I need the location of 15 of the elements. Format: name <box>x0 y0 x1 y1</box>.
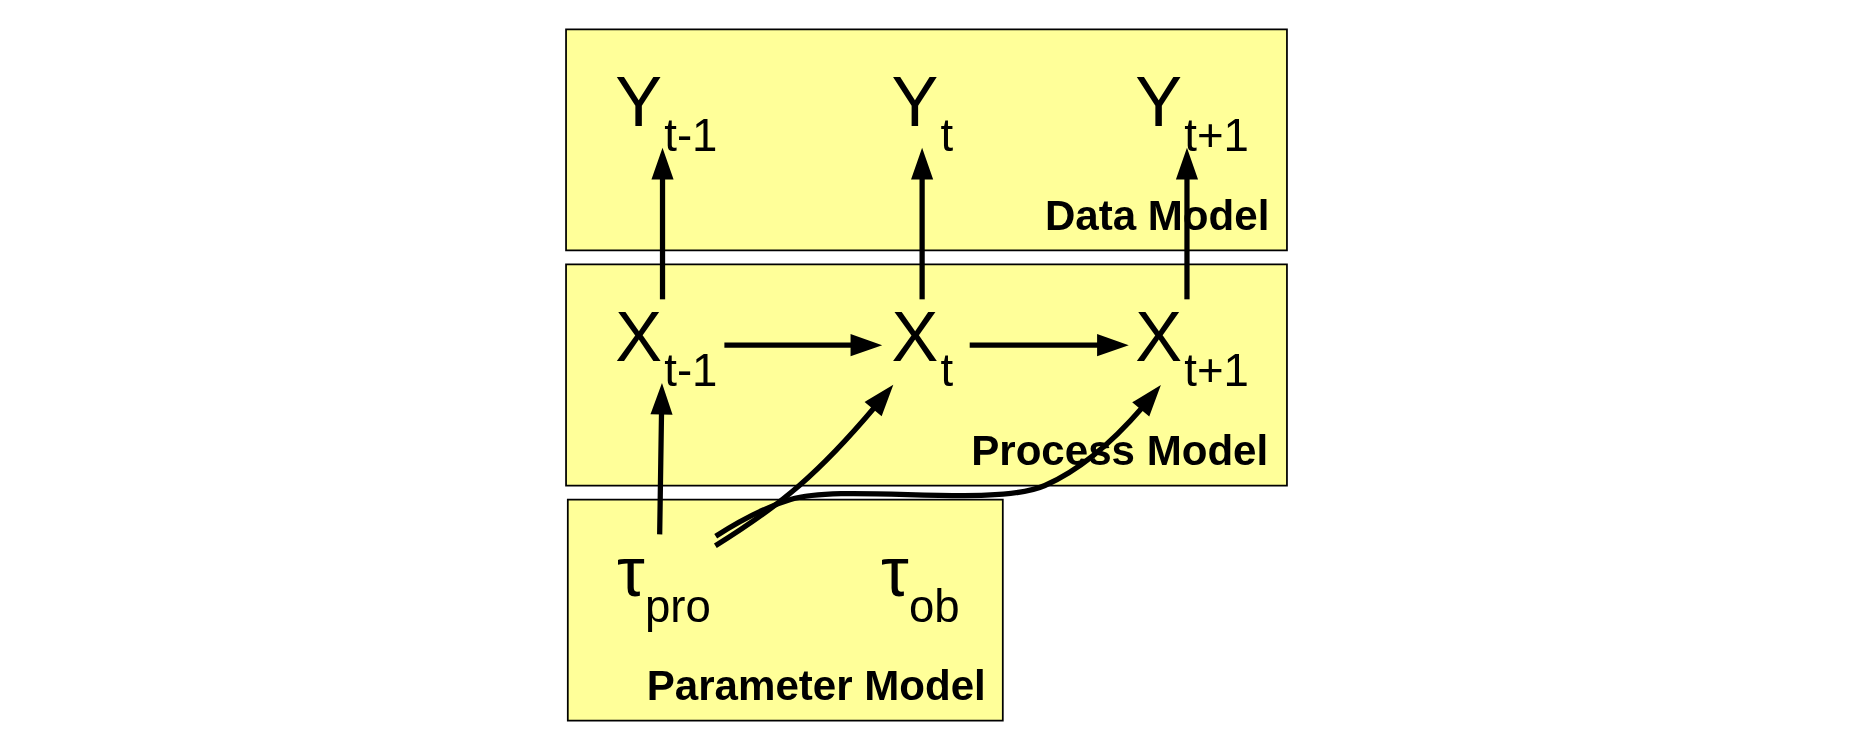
node-text: X$_{t}$ <box>890 296 953 397</box>
arrow <box>713 385 1161 539</box>
node-text: Y$_{t-1}$ <box>614 61 717 162</box>
node-text: Y$_{t+1}$ <box>1134 61 1249 162</box>
node-text: X$_{t-1}$ <box>614 296 717 397</box>
node-text: X$_{t+1}$ <box>1134 296 1249 397</box>
arrow <box>713 384 893 549</box>
arrow <box>723 334 882 357</box>
node-text: τ$_{pro}$ <box>616 532 711 632</box>
arrow <box>910 147 933 300</box>
arrow <box>650 147 674 300</box>
arrow <box>969 334 1129 357</box>
node-text: Y$_{t}$ <box>890 61 953 162</box>
node-text: τ$_{ob}$ <box>880 532 960 632</box>
arrow <box>649 382 673 535</box>
